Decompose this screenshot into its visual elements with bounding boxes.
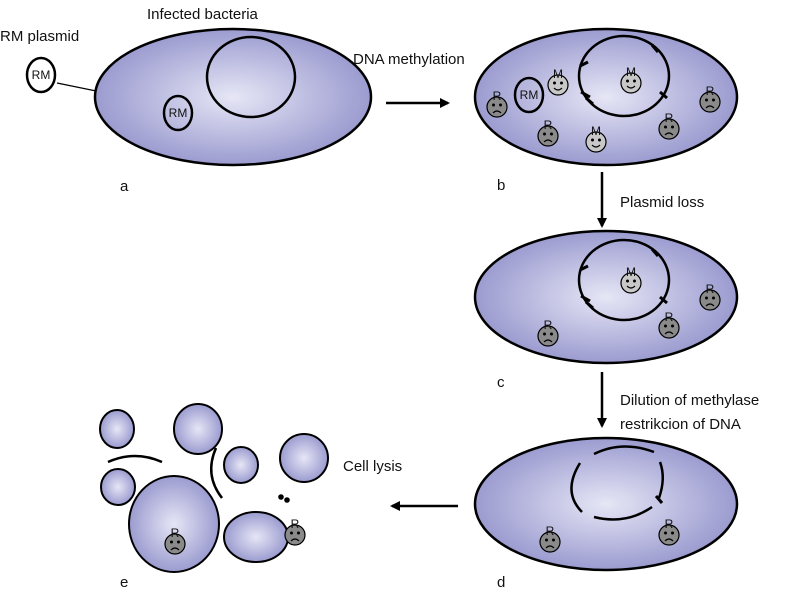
- rm-plasmid-b: [513, 76, 545, 114]
- infected-bacteria-label: Infected bacteria: [147, 6, 259, 23]
- bacterium-c: [473, 229, 739, 365]
- bacterium-d: [473, 436, 739, 572]
- lysed-fragment: [279, 433, 329, 483]
- svg-text:R: R: [546, 524, 555, 538]
- panel-label-e: e: [120, 574, 128, 591]
- methylase-face: M: [620, 65, 642, 94]
- restriction-face: R: [537, 318, 559, 347]
- chromosome-b: [577, 34, 671, 118]
- lysed-fragment: [100, 468, 136, 506]
- svg-text:R: R: [665, 517, 674, 531]
- chromosome-a: [205, 35, 297, 119]
- svg-text:R: R: [706, 84, 715, 98]
- dna-debris: [284, 497, 290, 503]
- dilution-label-line2: restrikcion of DNA: [620, 416, 741, 433]
- chromosome-c: [577, 238, 671, 322]
- svg-text:R: R: [706, 282, 715, 296]
- free-rm-plasmid: [25, 56, 57, 94]
- rm-plasmid-label: RM plasmid: [0, 28, 79, 45]
- restriction-face: R: [699, 84, 721, 113]
- bacterium-a: [93, 27, 373, 167]
- free-rm-plasmid-text: RM: [32, 68, 51, 82]
- methylase-face: M: [620, 265, 642, 294]
- cell-lysis-label: Cell lysis: [343, 458, 402, 475]
- panel-a: RM plasmid Infected bacteria RM RM a: [0, 6, 373, 195]
- lysed-fragment: [223, 511, 289, 563]
- restriction-face: R: [284, 517, 306, 546]
- lysed-fragment: [173, 403, 223, 455]
- svg-text:R: R: [493, 89, 502, 103]
- panel-d: R R d: [473, 436, 739, 591]
- svg-text:M: M: [626, 65, 636, 79]
- membrane-fragment: [107, 454, 163, 464]
- restriction-face: R: [699, 282, 721, 311]
- panel-c: M R R R c: [473, 229, 739, 391]
- membrane-fragment: [209, 447, 223, 499]
- svg-text:R: R: [665, 111, 674, 125]
- plasmid-loss-label: Plasmid loss: [620, 194, 704, 211]
- svg-text:M: M: [553, 67, 563, 81]
- svg-text:M: M: [626, 265, 636, 279]
- panel-label-c: c: [497, 374, 505, 391]
- lysed-fragment: [223, 446, 259, 484]
- svg-text:R: R: [544, 118, 553, 132]
- methylation-marks-c: [579, 248, 668, 310]
- panel-e: R R e: [99, 403, 329, 591]
- methylase-face: M: [547, 67, 569, 96]
- restriction-face: R: [539, 524, 561, 553]
- lysed-fragment: [99, 409, 135, 449]
- restriction-face: R: [658, 517, 680, 546]
- panel-label-a: a: [120, 178, 129, 195]
- restriction-face: R: [486, 89, 508, 118]
- internal-rm-plasmid-text: RM: [169, 106, 188, 120]
- methylation-marks-b: [579, 44, 668, 106]
- restriction-face: R: [537, 118, 559, 147]
- restriction-face: R: [658, 111, 680, 140]
- internal-rm-plasmid: [162, 94, 194, 132]
- dna-debris: [278, 494, 284, 500]
- restriction-face: R: [658, 310, 680, 339]
- panel-label-b: b: [497, 177, 505, 194]
- panel-b: RM M M M R: [473, 27, 739, 194]
- svg-text:R: R: [171, 526, 180, 540]
- svg-text:R: R: [665, 310, 674, 324]
- lysed-fragment-large: [128, 475, 220, 573]
- svg-text:R: R: [291, 517, 300, 531]
- dilution-label-line1: Dilution of methylase: [620, 392, 759, 409]
- panel-label-d: d: [497, 574, 505, 591]
- restriction-face: R: [164, 526, 186, 555]
- methylation-mark-d: [654, 495, 664, 504]
- svg-text:M: M: [591, 124, 601, 138]
- rm-plasmid-b-text: RM: [520, 88, 539, 102]
- methylase-face: M: [585, 124, 607, 153]
- fragmented-chromosome: [570, 445, 664, 521]
- svg-text:R: R: [544, 318, 553, 332]
- dna-methylation-label: DNA methylation: [353, 51, 465, 68]
